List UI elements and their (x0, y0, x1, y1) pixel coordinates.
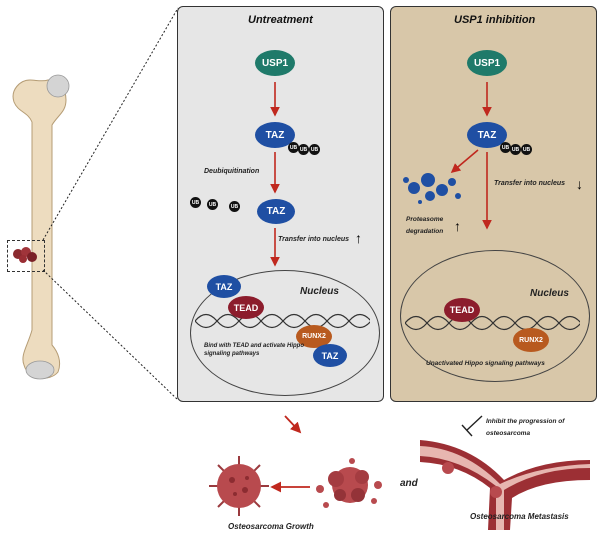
transfer-label-right: Transfer into nucleus (494, 180, 566, 187)
proteasome-label: Proteasome degradation (406, 216, 444, 235)
ub-tag-r2: UB (510, 144, 521, 155)
dna-strand-right (405, 315, 580, 331)
tead-node-left: TEAD (228, 296, 264, 319)
osteosarcoma-metastasis-label: Osteosarcoma Metastasis (470, 512, 569, 521)
tumor-cell-icon (209, 456, 269, 516)
down-arrow-indicator-right: ↓ (576, 176, 583, 192)
usp1-node-right: USP1 (467, 50, 507, 76)
ub-tag-2: UB (298, 144, 309, 155)
taz-node-free-left: TAZ (257, 199, 295, 224)
ub-tag-3: UB (309, 144, 320, 155)
and-label: and (400, 478, 418, 489)
bone-tumor (13, 247, 37, 263)
usp1-node-left: USP1 (255, 50, 295, 76)
dna-strand-left (195, 313, 370, 329)
up-arrow-indicator-left: ↑ (355, 230, 362, 246)
ub-tag-1: UB (288, 142, 299, 153)
proteasome-fragments (403, 173, 461, 204)
nucleus-label-left: Nucleus (300, 286, 339, 297)
taz-node-nucleus-left: TAZ (207, 275, 241, 298)
bone-tumor-box (7, 240, 45, 272)
ub-free-3: UB (229, 201, 240, 212)
blood-vessel-icon (420, 440, 590, 530)
bind-tead-label: Bind with TEAD and activate Hippo signal… (204, 343, 305, 357)
nucleus-label-right: Nucleus (530, 288, 569, 299)
inhibit-label: Inhibit the progression of osteosarcoma (486, 418, 565, 437)
ub-tag-r3: UB (521, 144, 532, 155)
ub-tag-r1: UB (500, 142, 511, 153)
up-arrow-indicator-proteasome: ↑ (454, 218, 461, 234)
panel-usp1-inhibition-title: USP1 inhibition (454, 14, 536, 26)
osteosarcoma-growth-label: Osteosarcoma Growth (228, 522, 314, 531)
ub-free-2: UB (207, 199, 218, 210)
runx2-node-right: RUNX2 (513, 328, 549, 352)
femur-bone (12, 74, 70, 380)
panel-untreatment-title: Untreatment (248, 14, 313, 26)
nucleus-right (400, 250, 590, 382)
tead-node-right: TEAD (444, 298, 480, 322)
nucleus-left (190, 270, 380, 396)
ub-free-1: UB (190, 197, 201, 208)
transfer-label-left: Transfer into nucleus (278, 236, 350, 243)
runx2-node-left: RUNX2 (296, 325, 332, 348)
tumor-cluster-icon (316, 458, 382, 508)
unactivated-label: Unactivated Hippo signaling pathways (426, 360, 545, 367)
deubiquitination-label: Deubiquitination (204, 168, 260, 175)
taz-node-nucleus-left-2: TAZ (313, 344, 347, 367)
